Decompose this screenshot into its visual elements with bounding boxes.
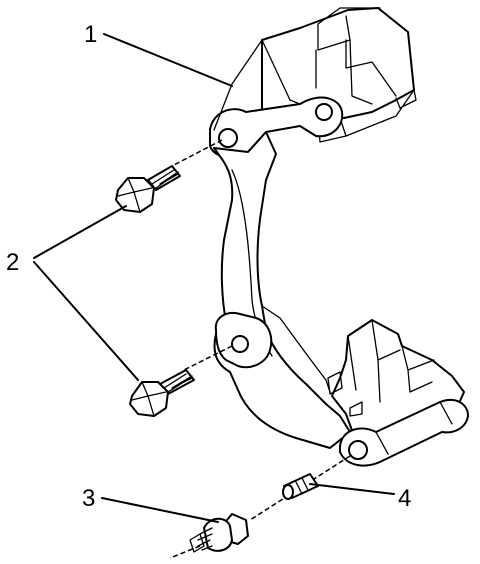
- bracket-bolt-lower: [129, 345, 233, 417]
- leader-line-1: [103, 33, 233, 87]
- leader-lines: [33, 33, 395, 523]
- leader-line-2-lower: [33, 261, 139, 381]
- callout-3: 3: [82, 485, 95, 512]
- sleeve: [282, 473, 319, 500]
- callout-2: 2: [6, 249, 19, 276]
- leader-line-4: [309, 483, 395, 495]
- guide-pin-bolt: [169, 455, 351, 559]
- caliper-bracket: [209, 7, 469, 467]
- leader-line-2-upper: [33, 205, 127, 259]
- callout-4: 4: [398, 485, 411, 512]
- callout-1: 1: [84, 21, 97, 48]
- leader-line-3: [101, 497, 219, 523]
- bracket-bolt-upper: [115, 139, 223, 213]
